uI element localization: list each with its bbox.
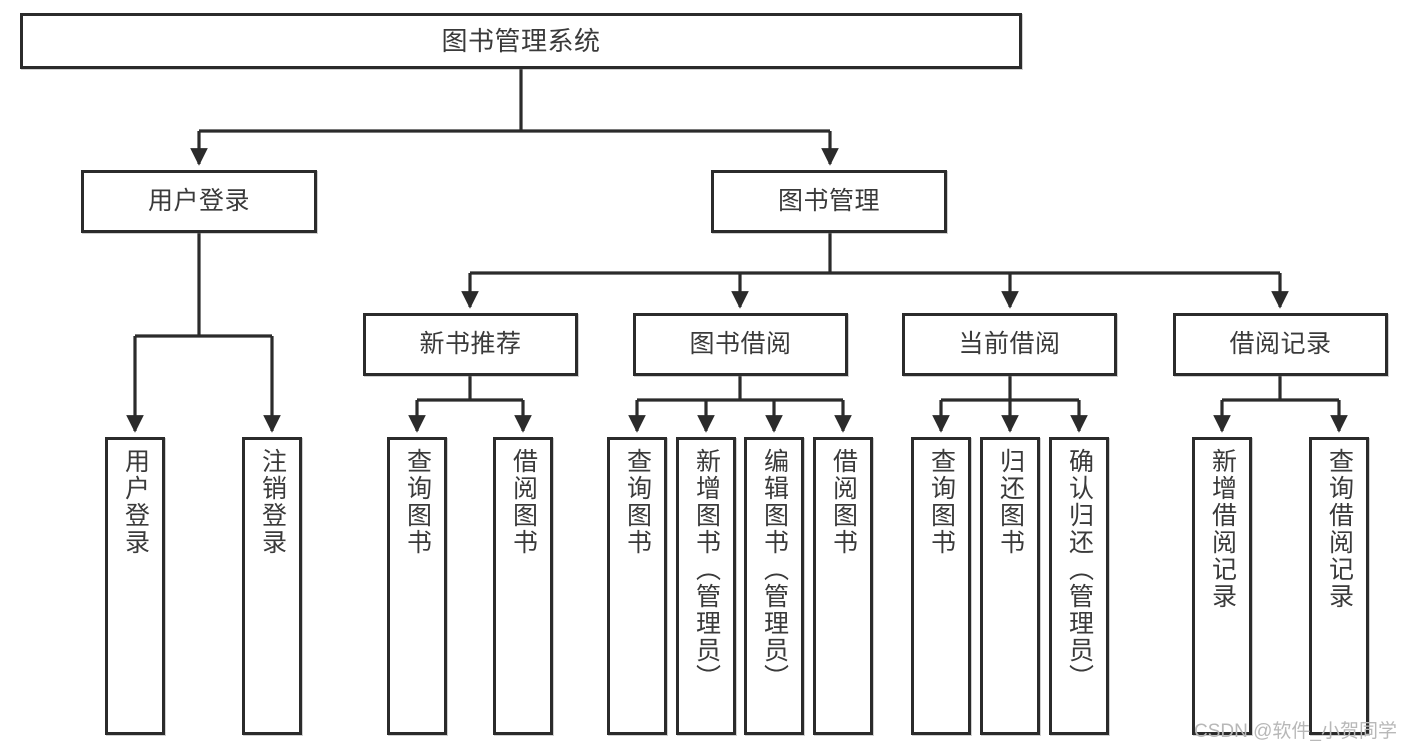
- node-label: 借阅图书: [829, 448, 858, 556]
- node-label: 用户登录: [147, 186, 250, 215]
- node-leaf-return-book[interactable]: 归还图书: [980, 437, 1040, 735]
- node-leaf-confirm-return[interactable]: 确认归还（管理员）: [1049, 437, 1109, 735]
- node-label: 用户登录: [121, 448, 150, 556]
- node-label: 新增借阅记录: [1208, 448, 1237, 610]
- node-label: 注销登录: [258, 448, 287, 556]
- node-label: 新书推荐: [419, 329, 522, 358]
- node-leaf-borrow-book-recommend[interactable]: 借阅图书: [493, 437, 553, 735]
- node-book-management[interactable]: 图书管理: [711, 170, 947, 233]
- node-borrow-record[interactable]: 借阅记录: [1173, 313, 1388, 376]
- node-leaf-query-borrow-record[interactable]: 查询借阅记录: [1309, 437, 1369, 735]
- node-label: 编辑图书（管理员）: [760, 448, 789, 691]
- node-label: 查询借阅记录: [1325, 448, 1354, 610]
- node-label: 归还图书: [996, 448, 1025, 556]
- node-leaf-user-login[interactable]: 用户登录: [105, 437, 165, 735]
- node-book-borrow[interactable]: 图书借阅: [633, 313, 848, 376]
- node-new-book-recommend[interactable]: 新书推荐: [363, 313, 578, 376]
- node-label: 图书借阅: [689, 329, 792, 358]
- node-label: 查询图书: [623, 448, 652, 556]
- node-label: 查询图书: [927, 448, 956, 556]
- node-label: 查询图书: [403, 448, 432, 556]
- node-current-borrow[interactable]: 当前借阅: [902, 313, 1117, 376]
- node-leaf-edit-book[interactable]: 编辑图书（管理员）: [744, 437, 804, 735]
- node-label: 当前借阅: [958, 329, 1061, 358]
- node-leaf-add-book[interactable]: 新增图书（管理员）: [676, 437, 736, 735]
- node-leaf-add-borrow-record[interactable]: 新增借阅记录: [1192, 437, 1252, 735]
- csdn-watermark: CSDN @软件_小贺同学: [1194, 721, 1397, 742]
- node-label: 确认归还（管理员）: [1065, 448, 1094, 691]
- node-leaf-query-book-recommend[interactable]: 查询图书: [387, 437, 447, 735]
- node-label: 借阅记录: [1229, 329, 1332, 358]
- node-label: 图书管理: [777, 186, 880, 215]
- node-leaf-borrow-book[interactable]: 借阅图书: [813, 437, 873, 735]
- node-label: 借阅图书: [509, 448, 538, 556]
- node-label: 新增图书（管理员）: [692, 448, 721, 691]
- node-leaf-query-book-borrow[interactable]: 查询图书: [607, 437, 667, 735]
- node-leaf-query-book-current[interactable]: 查询图书: [911, 437, 971, 735]
- node-label: 图书管理系统: [441, 25, 601, 56]
- node-user-login[interactable]: 用户登录: [81, 170, 317, 233]
- node-root-book-management-system[interactable]: 图书管理系统: [20, 13, 1022, 69]
- node-leaf-logout[interactable]: 注销登录: [242, 437, 302, 735]
